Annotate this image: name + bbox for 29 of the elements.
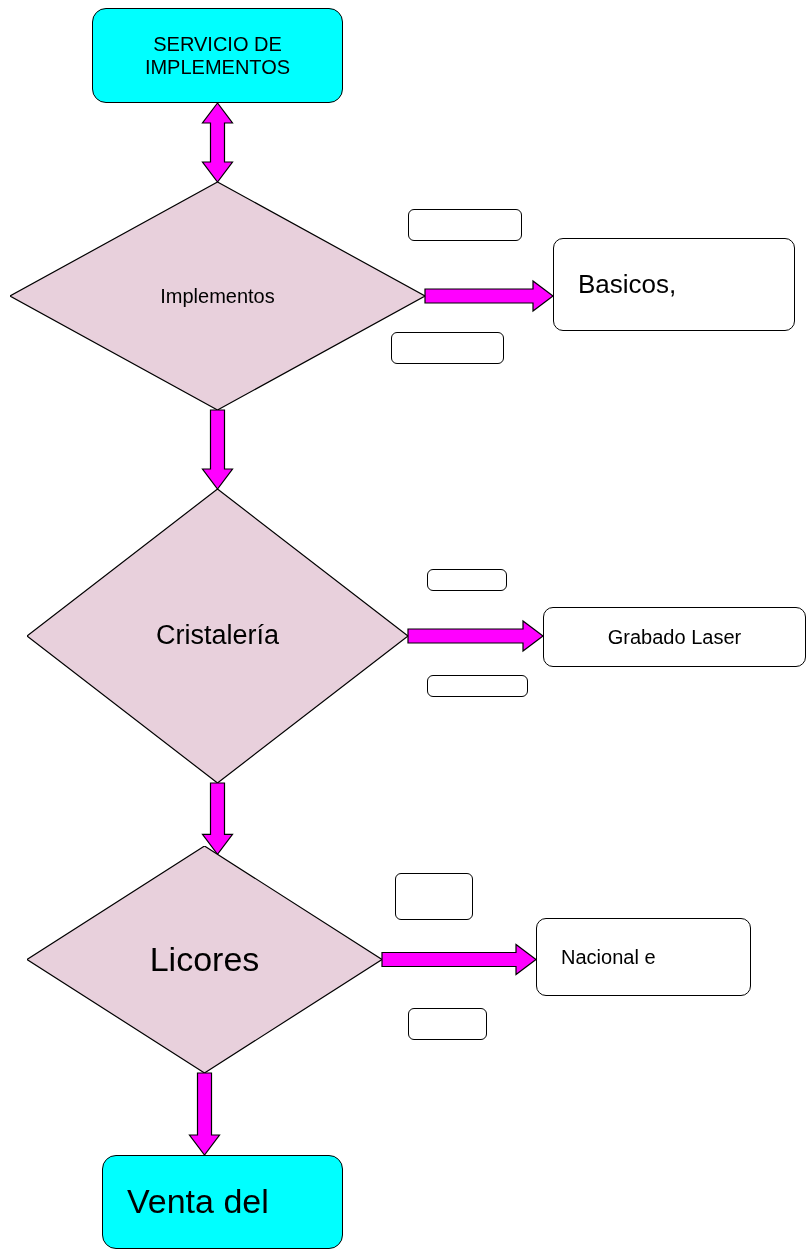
- decision-diamond: [27, 489, 408, 783]
- empty-box: [408, 1008, 487, 1040]
- block-arrow: [407, 619, 544, 653]
- node-label: Nacional e: [561, 945, 656, 969]
- block-arrow: [201, 102, 234, 183]
- decision-diamond: [10, 182, 425, 410]
- empty-box: [427, 675, 528, 697]
- node-label: Licores: [149, 939, 260, 980]
- node-label: Grabado Laser: [607, 625, 742, 649]
- empty-box: [391, 332, 504, 364]
- block-arrow: [201, 782, 234, 856]
- node-label: Cristalería: [156, 620, 279, 652]
- node-label: Basicos,: [578, 269, 677, 300]
- block-arrow: [381, 943, 537, 976]
- process-box: [536, 918, 751, 996]
- node-label: Venta del: [127, 1182, 269, 1222]
- node-label: Implementos: [160, 284, 275, 308]
- block-arrow: [188, 1072, 221, 1156]
- decision-diamond: [27, 846, 382, 1073]
- block-arrow: [424, 279, 554, 313]
- process-box: [543, 607, 806, 667]
- process-box: [553, 238, 795, 331]
- terminal-box: [92, 8, 343, 103]
- empty-box: [395, 873, 473, 920]
- empty-box: [427, 569, 507, 591]
- terminal-box: [102, 1155, 343, 1249]
- block-arrow: [201, 409, 234, 490]
- node-label: SERVICIO DE IMPLEMENTOS: [143, 32, 292, 79]
- empty-box: [408, 209, 522, 241]
